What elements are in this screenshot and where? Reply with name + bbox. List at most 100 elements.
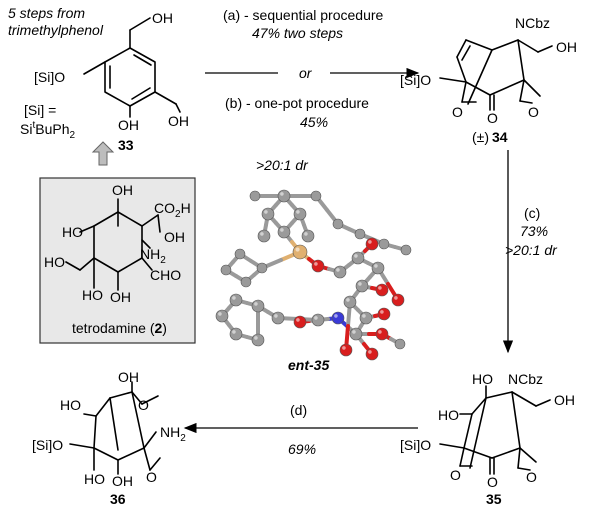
origin-note-line1: 5 steps from (8, 5, 85, 21)
crystal-atom-highlight (378, 286, 382, 290)
crystal-atom-highlight (304, 232, 308, 236)
crystal-atom-si (292, 244, 308, 260)
c35-o-ketone: O (487, 474, 498, 490)
c35-ho-left: HO (438, 407, 459, 423)
crystal-atom-o (377, 307, 391, 321)
crystal-atom-o (311, 259, 325, 273)
crystal-atom-c (220, 264, 232, 276)
compound-33-ring (104, 47, 156, 107)
crystal-atom-highlight (295, 247, 300, 252)
crystal-atom-c (394, 338, 406, 350)
step-c-dr: >20:1 dr (505, 242, 558, 258)
crystal-atom-o (293, 315, 307, 329)
c33-oh-top: OH (152, 10, 173, 26)
step-a-line1: (a) - sequential procedure (223, 7, 384, 23)
c36-ho-left: HO (60, 397, 81, 413)
compound-36: OH HO O NH2 [Si]O HO OH O 36 (32, 369, 186, 507)
crystal-atom-c (332, 218, 344, 230)
c33-osi: [Si]O (34, 69, 65, 85)
crystal-atom-c (354, 228, 366, 240)
step-c-label: (c) (524, 205, 540, 221)
crystal-atom-highlight (374, 264, 378, 268)
crystal-atom-highlight (314, 262, 318, 266)
crystal-atom-highlight (342, 346, 346, 350)
crystal-atom-c (371, 261, 385, 275)
crystal-atom-highlight (274, 314, 278, 318)
c36-ho-bottom: HO (84, 471, 105, 487)
c35-o-epoxide-left: O (450, 467, 461, 483)
tetrodamine-structure: OH CO2H HO OH NH2 HO CHO HO OH tetrodami… (44, 182, 191, 336)
compound-33: OH [Si]O OH OH [Si] = SitBuPh2 33 (20, 10, 189, 153)
crystal-atom-c (359, 311, 373, 325)
crystal-atom-c (257, 229, 271, 243)
step-c-yield: 73% (520, 223, 548, 239)
step-d-label: (d) (290, 402, 307, 418)
crystal-atom-c (261, 207, 275, 221)
hollow-arrow-up (91, 141, 115, 166)
crystal-atom-highlight (380, 310, 384, 314)
crystal-atom-highlight (336, 268, 340, 272)
step-b-line1: (b) - one-pot procedure (225, 95, 369, 111)
c35-osi: [Si]O (400, 437, 431, 453)
crystal-label: ent-35 (288, 357, 329, 373)
crystal-atom-c (229, 293, 243, 307)
crystal-atom-highlight (280, 228, 284, 232)
step-b-line2: 45% (300, 114, 328, 130)
crystal-atom-c (311, 313, 325, 327)
crystal-atom-c (351, 251, 365, 265)
crystal-atom-c (215, 309, 229, 323)
tetrodamine-cho: CHO (150, 267, 181, 283)
tetrodamine-ho-bottom: HO (82, 287, 103, 303)
crystal-atom-c (277, 225, 291, 239)
crystal-atom-o (391, 293, 405, 307)
crystal-atom-c (251, 333, 265, 347)
c35-oh: OH (554, 392, 575, 408)
crystal-atom-o (339, 343, 353, 357)
crystal-atom-highlight (296, 210, 300, 214)
crystal-atom-c (256, 262, 268, 274)
step-or: or (299, 65, 313, 81)
crystal-atom-c (234, 248, 246, 260)
c36-o-epoxide: O (146, 469, 157, 485)
c34-osi: [Si]O (400, 72, 431, 88)
c36-osi: [Si]O (32, 437, 63, 453)
crystal-atom-highlight (346, 298, 350, 302)
tetrodamine-oh-right: OH (164, 229, 185, 245)
crystal-atom-highlight (354, 254, 358, 258)
crystal-atom-c (333, 265, 347, 279)
tetrodamine-name: tetrodamine (2) (72, 320, 167, 336)
c35-ho-top: HO (472, 371, 493, 387)
crystal-atom-highlight (358, 282, 362, 286)
crystal-atom-highlight (378, 330, 382, 334)
c36-oh-top: OH (118, 369, 139, 385)
tetrodamine-co2h: CO2H (154, 200, 191, 220)
c35-ncbz: NCbz (508, 371, 543, 387)
tetrodamine-oh-bottom: OH (110, 289, 131, 305)
origin-note-line2: trimethylphenol (8, 22, 104, 38)
crystal-atom-c (271, 311, 285, 325)
crystal-atom-c (229, 327, 243, 341)
c34-o-ketone: O (487, 110, 498, 126)
crystal-atom-n (331, 311, 345, 325)
c34-oh: OH (556, 39, 577, 55)
crystal-structure (215, 189, 412, 361)
c33-oh-a: OH (118, 117, 139, 133)
crystal-atom-highlight (232, 296, 236, 300)
crystal-atom-c (343, 295, 357, 309)
crystal-atom-o (365, 347, 379, 361)
c33-si-definition-1: [Si] = (24, 102, 56, 118)
crystal-atom-highlight (334, 314, 338, 318)
compound-35-number: 35 (486, 491, 502, 507)
c36-nh2: NH2 (160, 424, 186, 444)
crystal-atom-c (251, 299, 265, 313)
crystal-atom-c (355, 279, 369, 293)
compound-34-racemic: (±)34 (472, 129, 508, 145)
crystal-atom-highlight (218, 312, 222, 316)
crystal-atom-highlight (260, 232, 264, 236)
c33-si-definition-2: SitBuPh2 (20, 120, 75, 141)
crystal-atom-highlight (296, 318, 300, 322)
c34-o-epoxide-left: O (452, 104, 463, 120)
crystal-atom-c (310, 190, 322, 202)
crystal-atom-c (349, 327, 363, 341)
